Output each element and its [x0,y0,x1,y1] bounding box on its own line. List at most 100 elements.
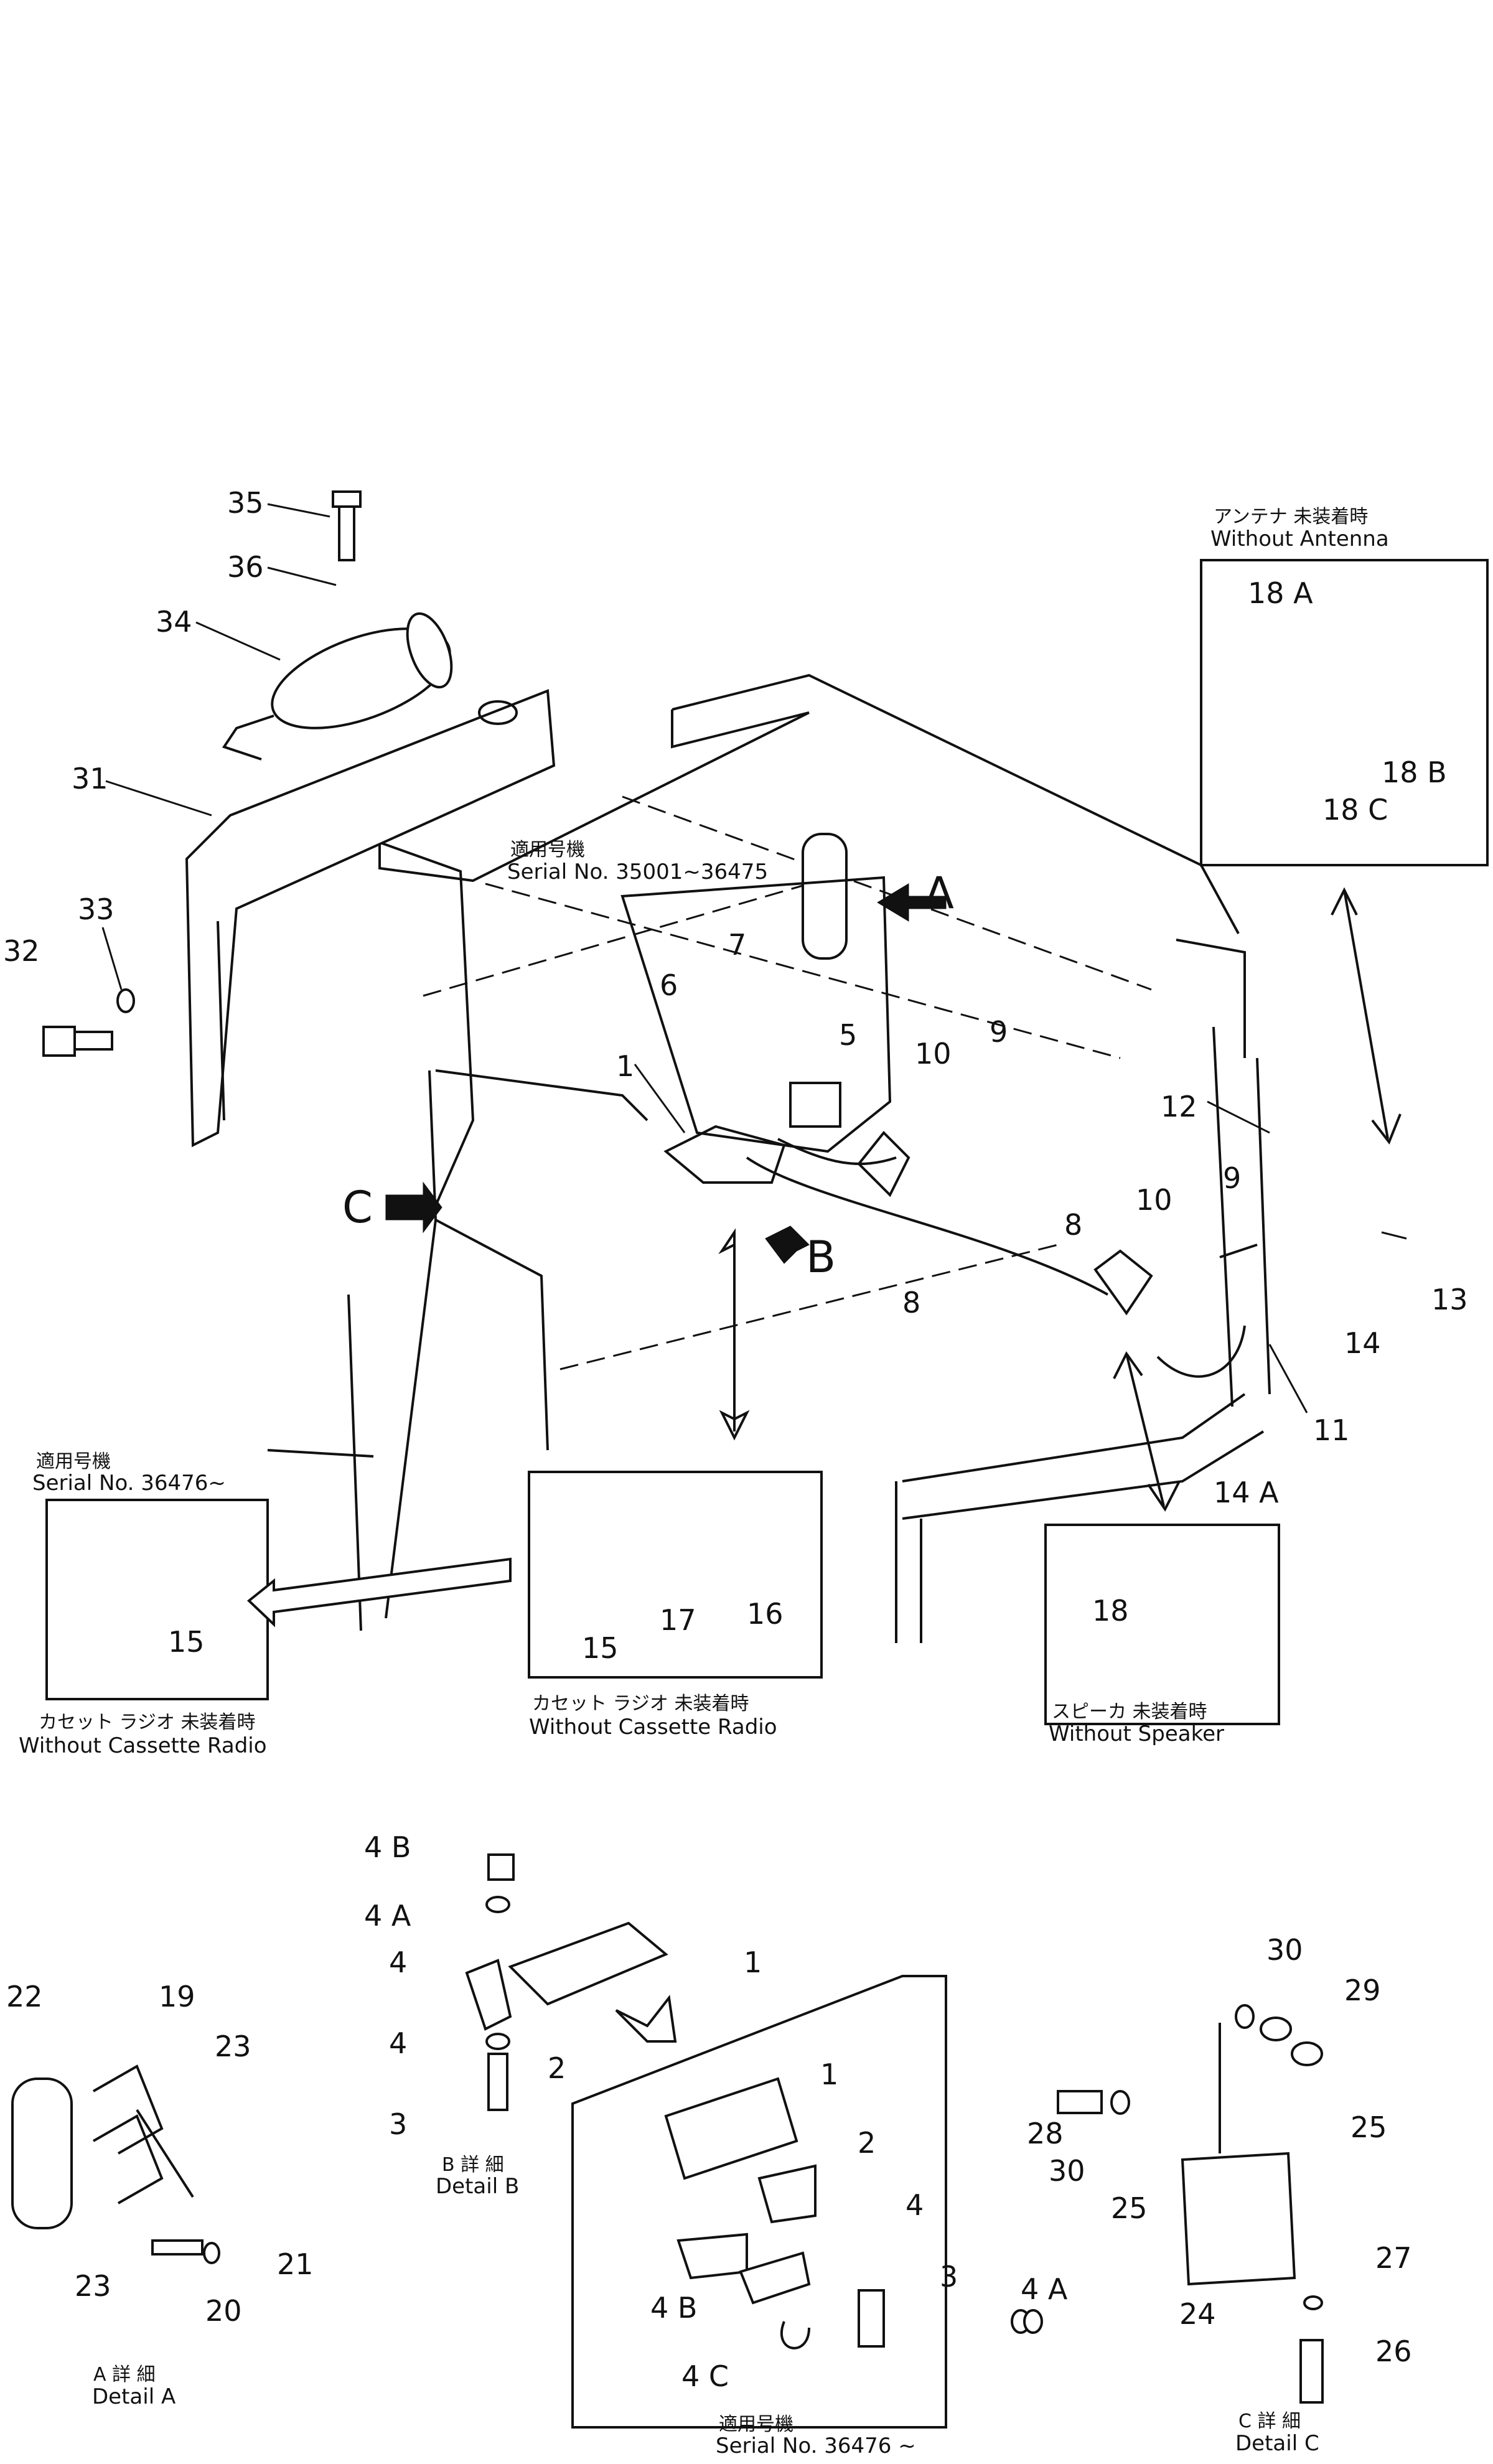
callout-16: 16 [747,1597,784,1631]
callout-8b: 8 [1064,1208,1083,1242]
callout-18c: 18 C [1322,793,1388,827]
callout-c-30b: 30 [1049,2154,1085,2188]
callout-s-4b: 4 B [650,2291,698,2325]
callout-b-3: 3 [389,2107,408,2141]
bolt-32 [42,1026,113,1057]
without-speaker-en: Without Speaker [1049,1722,1224,1746]
callout-a-23b: 23 [75,2269,111,2303]
callout-s-1: 1 [820,2058,839,2091]
callout-a-20: 20 [205,2294,242,2328]
callout-s-4a: 4 A [1021,2272,1068,2306]
callout-6: 6 [660,968,678,1002]
serial-inset-drawing [664,2077,1043,2349]
cab-frame [267,673,1271,1643]
callout-s-4: 4 [906,2188,924,2222]
inset-without-antenna [1200,559,1489,866]
washer-33 [116,988,135,1013]
serial-bottom-en: Serial No. 36476 ~ [716,2434,916,2458]
callout-35: 35 [227,486,264,520]
callout-a-23a: 23 [215,2030,251,2063]
inset-serial-36476 [571,1975,947,2429]
detail-b-jp: B 詳 細 [442,2154,504,2176]
callout-14: 14 [1344,1326,1381,1360]
callout-a-19: 19 [159,1980,195,2013]
callout-17: 17 [660,1603,696,1637]
callout-15b: 15 [582,1631,619,1665]
callout-10a: 10 [915,1037,952,1070]
without-antenna-en: Without Antenna [1210,527,1389,551]
callout-c-30a: 30 [1266,1933,1303,1967]
callout-c-28: 28 [1027,2117,1064,2150]
callout-10b: 10 [1136,1183,1172,1217]
callout-11: 11 [1313,1413,1350,1447]
callout-15a: 15 [168,1625,205,1659]
callout-13: 13 [1431,1283,1468,1316]
inset-without-speaker [1044,1524,1280,1725]
callout-s-2: 2 [858,2126,876,2160]
serial-left-en: Serial No. 36476~ [32,1471,226,1496]
callout-c-25b: 25 [1350,2110,1387,2144]
callout-12: 12 [1161,1090,1197,1123]
callout-a-21: 21 [277,2247,314,2281]
direction-arrows [246,883,1402,2043]
detail-c-drawing [1057,2004,1324,2404]
callout-s-4c: 4 C [681,2359,729,2393]
callout-18: 18 [1092,1594,1129,1628]
leader-lines [101,503,1407,1413]
serial-left-jp: 適用号機 [36,1451,111,1473]
pillar-bracket-31 [185,689,556,1148]
detail-b-drawing [465,1853,668,2111]
radio-assembly [663,833,1258,1378]
view-marker-a: A [924,868,954,919]
callout-36: 36 [227,550,264,584]
callout-b-4-lower: 4 [389,2026,408,2060]
callout-18b: 18 B [1382,756,1447,789]
detail-c-jp: C 詳 細 [1238,2410,1301,2432]
detail-a-jp: A 詳 細 [93,2364,156,2386]
inset-without-cassette-left [45,1499,269,1700]
without-antenna-jp: アンテナ 未装着時 [1214,506,1369,528]
callout-c-29: 29 [1344,1974,1381,2007]
view-marker-b: B [806,1232,836,1283]
callout-a-22: 22 [6,1980,43,2013]
callout-32: 32 [3,934,40,968]
callout-7: 7 [728,928,747,962]
without-cassette-left-jp: カセット ラジオ 未装着時 [39,1712,256,1733]
callout-b-1: 1 [744,1946,762,1979]
callout-5: 5 [839,1018,858,1052]
callout-31: 31 [72,762,108,795]
serial-top-en: Serial No. 35001~36475 [507,860,769,884]
serial-top-jp: 適用号機 [510,839,585,861]
callout-b-4a: 4 A [364,1899,411,1932]
without-cassette-left-en: Without Cassette Radio [19,1733,267,1758]
callout-9a: 9 [990,1015,1008,1049]
serial-window [620,876,892,1153]
callout-b-4: 4 [389,1946,408,1979]
callout-c-25a: 25 [1111,2191,1148,2225]
callout-c-24: 24 [1179,2297,1216,2331]
detail-a-drawing [11,2064,220,2264]
view-marker-c: C [342,1182,373,1233]
callout-9b: 9 [1223,1161,1242,1195]
callout-b-2: 2 [548,2051,566,2085]
detail-b-en: Detail B [436,2174,520,2199]
callout-b-4b: 4 B [364,1830,411,1864]
without-speaker-jp: スピーカ 未装着時 [1052,1701,1207,1723]
detail-a-en: Detail A [92,2384,176,2409]
callout-8a: 8 [902,1286,921,1319]
extinguisher-34 [222,490,453,761]
callout-1: 1 [616,1049,635,1083]
without-cassette-mid-en: Without Cassette Radio [529,1715,777,1740]
callout-14a: 14 A [1214,1476,1279,1509]
callout-33: 33 [78,892,115,926]
callout-c-26: 26 [1375,2335,1412,2368]
callout-18a: 18 A [1248,576,1313,610]
detail-c-en: Detail C [1235,2431,1319,2456]
inset-without-cassette-mid [528,1471,823,1679]
callout-34: 34 [156,605,192,639]
callout-s-3: 3 [940,2260,958,2293]
without-cassette-mid-jp: カセット ラジオ 未装着時 [532,1693,749,1715]
serial-bottom-jp: 適用号機 [719,2414,793,2435]
